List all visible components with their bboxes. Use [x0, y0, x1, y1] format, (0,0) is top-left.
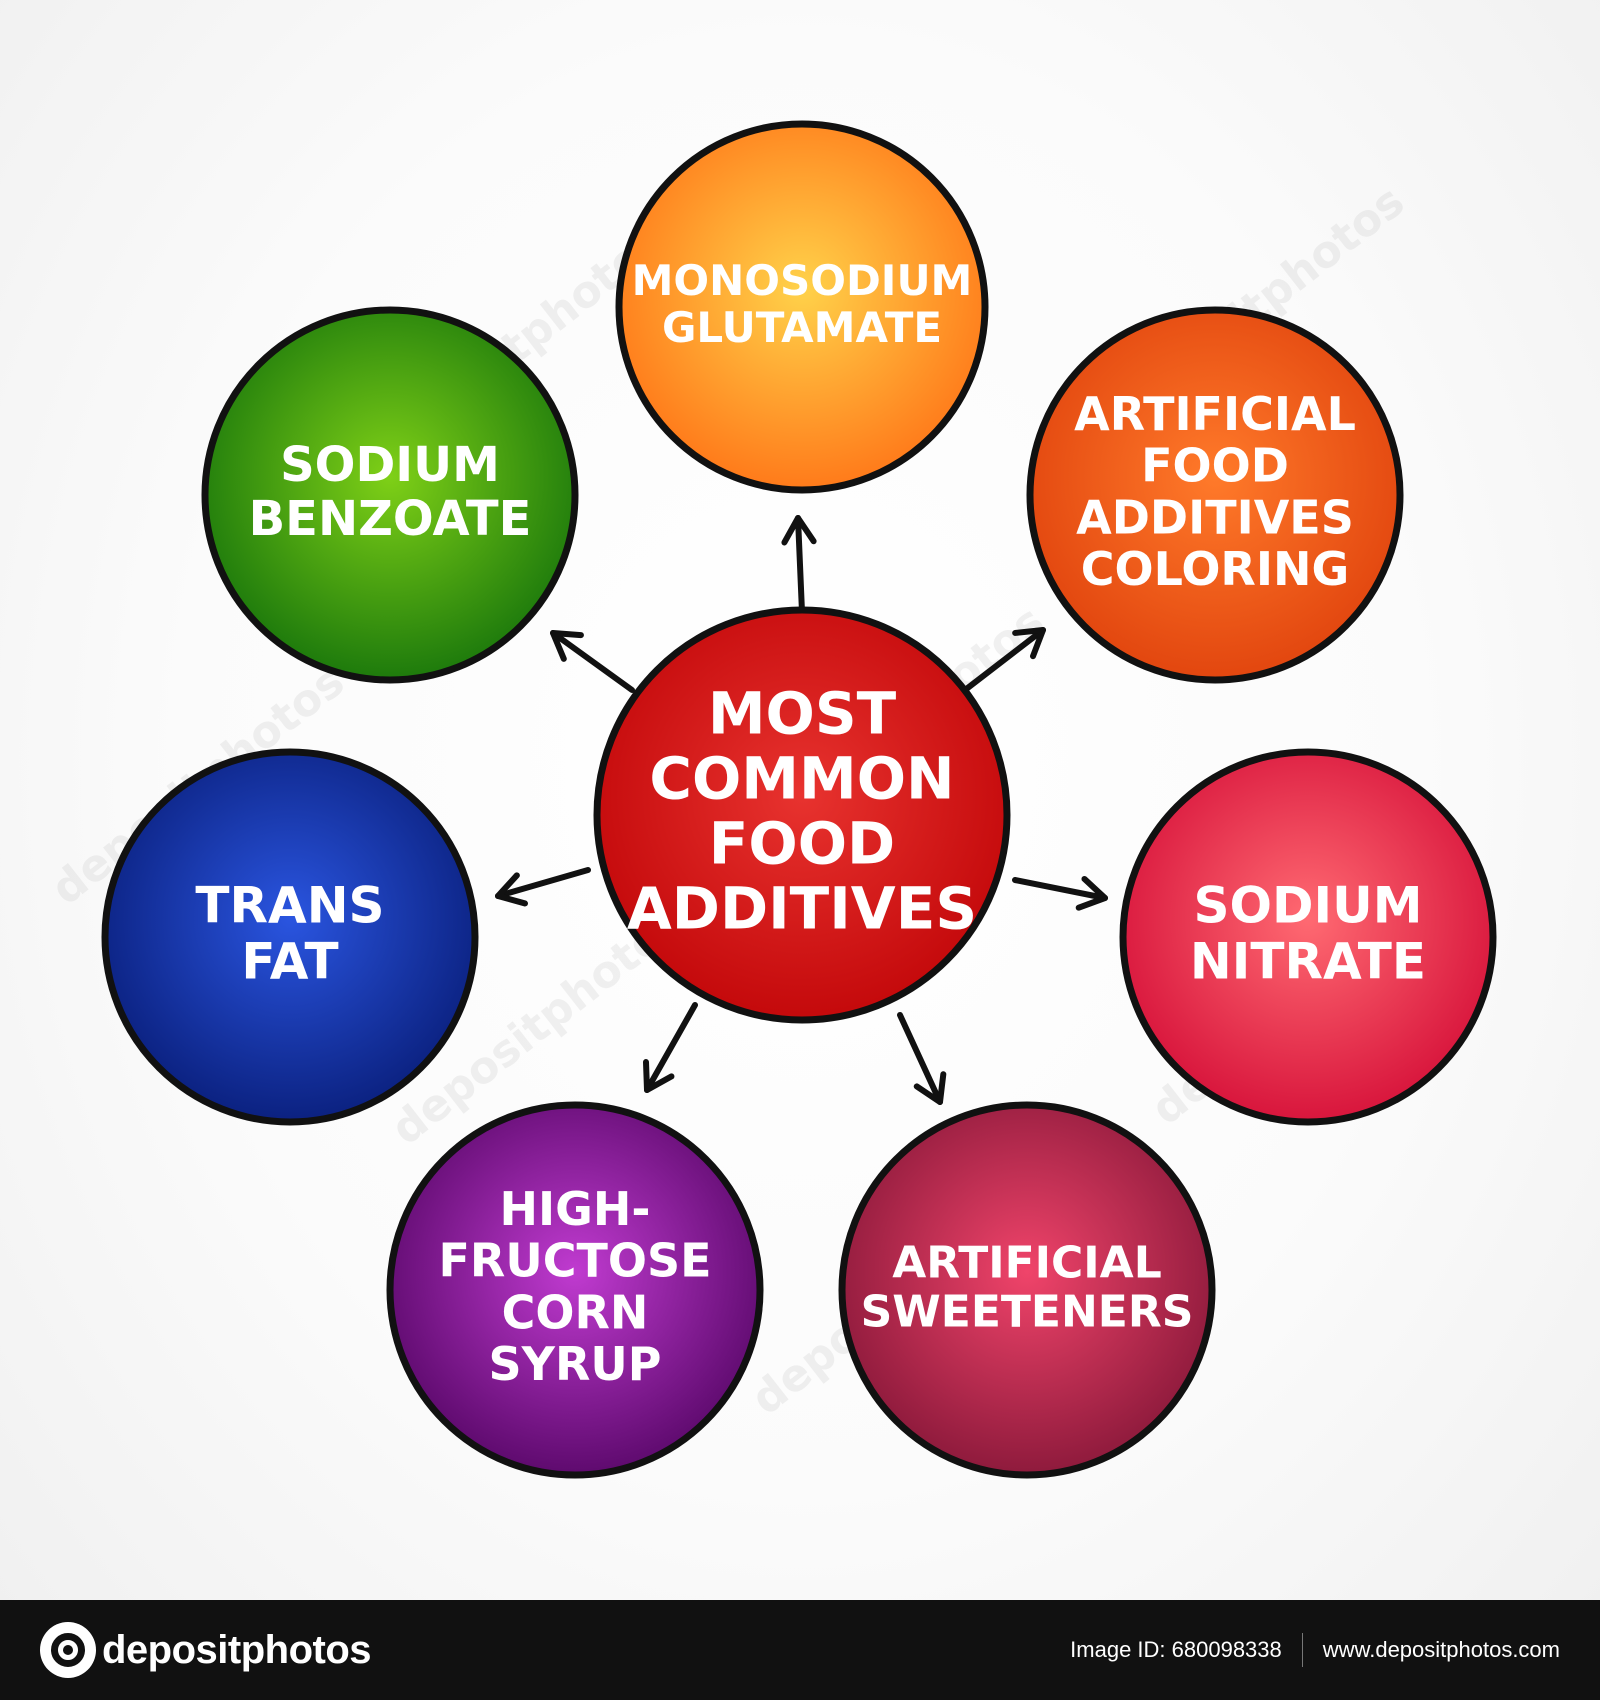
footer-bar: depositphotos Image ID: 680098338 www.de…: [0, 1600, 1600, 1700]
node-label-line: HIGH-: [500, 1182, 651, 1236]
node-circle: [386, 1101, 764, 1479]
node-circle: [101, 748, 479, 1126]
footer-brand: depositphotos: [102, 1627, 372, 1672]
node-label-line: GLUTAMATE: [662, 303, 942, 352]
node-label-line: SODIUM: [280, 437, 500, 493]
node-label-line: MOST: [708, 680, 897, 748]
node-label-line: FOOD: [1141, 439, 1289, 493]
arrow-to-sodium-benzoate: [550, 630, 635, 693]
node-circle: [1119, 748, 1497, 1126]
node-label-line: COLORING: [1081, 542, 1349, 596]
node-circle: [615, 120, 989, 494]
node-label-line: ADDITIVES: [1076, 490, 1354, 544]
node-circle: [1026, 306, 1404, 684]
image-id: Image ID: 680098338: [1070, 1637, 1282, 1662]
node-label-line: ADDITIVES: [627, 875, 977, 943]
node-circle: [593, 606, 1011, 1024]
depositphotos-logo-icon: [40, 1622, 96, 1678]
node-label-line: SODIUM: [1194, 877, 1423, 935]
node-label-line: SYRUP: [489, 1337, 662, 1391]
node-circle: [201, 306, 579, 684]
node-circle: [838, 1101, 1216, 1479]
node-label-line: FOOD: [709, 810, 895, 878]
arrow-to-artificial-sweeteners: [897, 1012, 947, 1105]
node-label-line: COMMON: [649, 745, 954, 813]
arrow-to-trans-fat: [495, 867, 591, 907]
node-label-line: SWEETENERS: [861, 1287, 1194, 1338]
node-label-line: FRUCTOSE: [439, 1234, 712, 1288]
node-label-line: ARTIFICIAL: [1074, 387, 1356, 441]
website-link[interactable]: www.depositphotos.com: [1322, 1637, 1560, 1662]
node-label-line: CORN: [502, 1285, 649, 1339]
node-label-line: NITRATE: [1190, 933, 1426, 991]
node-label-line: FAT: [241, 933, 338, 991]
arrow-to-artificial-food-additives-coloring: [962, 627, 1046, 693]
node-label-line: MONOSODIUM: [632, 256, 973, 305]
arrow-to-sodium-nitrate: [1012, 875, 1108, 911]
footer-separator: [1301, 1633, 1303, 1667]
node-label-line: BENZOATE: [249, 491, 532, 547]
node-label-line: ARTIFICIAL: [892, 1237, 1162, 1288]
node-label-line: TRANS: [195, 877, 384, 935]
arrow-to-monosodium-glutamate: [781, 515, 817, 615]
arrow-to-high-fructose-corn-syrup: [642, 1002, 698, 1093]
